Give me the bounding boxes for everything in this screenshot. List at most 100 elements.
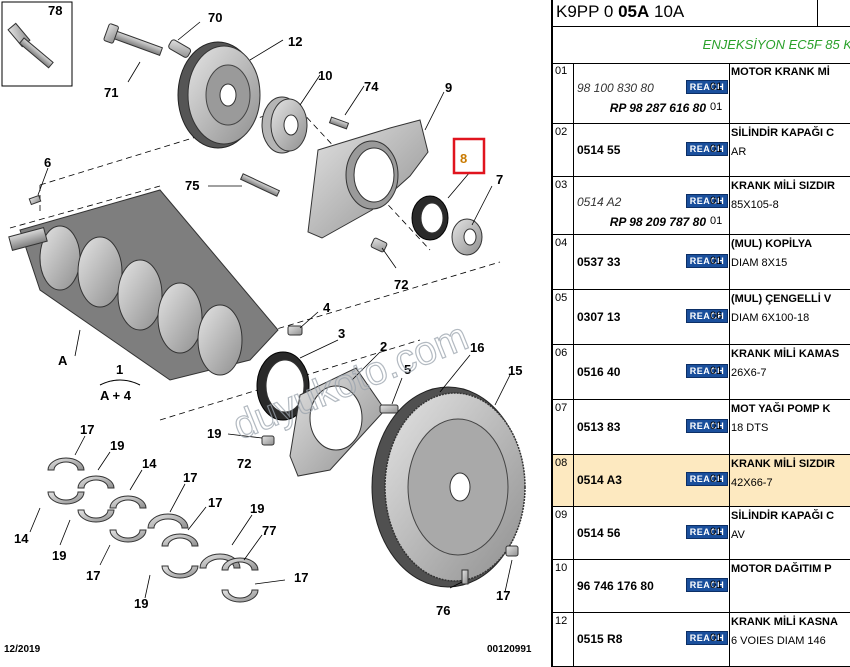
callout-17a: 17 (80, 422, 94, 437)
rear-seal-3 (256, 351, 310, 421)
callout-78: 78 (48, 3, 62, 18)
reach-badge: REACH (686, 142, 728, 156)
callout-leader-lines (29, 21, 513, 599)
replacement-reference[interactable]: RP 98 287 616 80 (609, 101, 706, 115)
reach-badge: REACH (686, 364, 728, 378)
bolt-5-icon (379, 404, 399, 414)
row-index: 07 (555, 402, 568, 414)
bolt-75-icon (239, 173, 281, 197)
part-spec: DIAM 8X15 (731, 257, 788, 269)
quantity: 01 (710, 143, 723, 155)
part-description: (MUL) KOPİLYA (731, 238, 813, 250)
footer-code: 00120991 (487, 644, 532, 655)
callout-77: 76 (436, 603, 450, 618)
part-reference[interactable]: 0516 40 (577, 365, 621, 379)
quantity: 01 (710, 632, 723, 644)
reach-badge: REACH (686, 194, 728, 208)
callout-numbers-extra: 19 17 19 17 (52, 548, 308, 611)
rear-cover-2 (289, 367, 386, 477)
reach-badge: REACH (686, 525, 728, 539)
part-reference[interactable]: 0307 13 (577, 310, 621, 324)
part-reference[interactable]: 0514 A3 (577, 473, 622, 487)
row-index: 10 (555, 562, 568, 574)
callout-72b: 19 (207, 426, 221, 441)
part-reference[interactable]: 0515 R8 (577, 632, 623, 646)
callout-17b: 14 (142, 456, 157, 471)
brace-1 (99, 379, 141, 386)
part-description: KRANK MİLİ KASNA (731, 616, 838, 628)
callout-A-plus-4: A + 4 (100, 388, 132, 403)
oil-pump-gear-7 (451, 218, 483, 256)
callout-72: 72 (394, 277, 408, 292)
crankshaft (8, 189, 279, 381)
quantity: 01 (710, 420, 723, 432)
stud-70-icon (168, 39, 192, 58)
callout-76: 17 (496, 588, 510, 603)
reach-badge: REACH (686, 309, 728, 323)
callout-17d: 77 (262, 523, 276, 538)
part-reference[interactable]: 96 746 176 80 (577, 579, 654, 593)
replacement-reference[interactable]: RP 98 209 787 80 (609, 215, 706, 229)
reach-badge: REACH (686, 631, 728, 645)
svg-text:19: 19 (134, 596, 148, 611)
quantity-2: 01 (710, 215, 723, 227)
part-description: KRANK MİLİ SIZDIR (731, 458, 835, 470)
callout-6: 6 (44, 155, 51, 170)
callout-14b: 19 (250, 501, 264, 516)
row-index: 08 (555, 457, 568, 469)
reach-badge: REACH (686, 472, 728, 486)
callout-19a: 19 (110, 438, 124, 453)
svg-text:17: 17 (86, 568, 100, 583)
callout-5: 5 (404, 362, 411, 377)
row-index: 04 (555, 237, 568, 249)
callout-19b: 17 (208, 495, 222, 510)
part-reference[interactable]: 0514 A2 (577, 195, 622, 209)
part-spec: DIAM 6X100-18 (731, 312, 810, 324)
reach-badge: REACH (686, 578, 728, 592)
quantity: 01 (710, 365, 723, 377)
reach-badge: REACH (686, 80, 728, 94)
part-spec: 85X105-8 (731, 199, 779, 211)
part-spec: 6 VOIES DIAM 146 (731, 635, 826, 647)
callout-4: 4 (323, 300, 331, 315)
engine-code-prefix: K9PP 0 (556, 2, 619, 21)
callout-16: 16 (470, 340, 484, 355)
engine-description-header: ENJEKSİYON EC5F 85 K (553, 27, 850, 64)
quantity: 01 (710, 526, 723, 538)
part-description: MOTOR KRANK Mİ (731, 66, 830, 78)
part-reference[interactable]: 0514 55 (577, 143, 621, 157)
row-index: 03 (555, 179, 568, 191)
part-spec: 26X6-7 (731, 367, 767, 379)
bolt-74-icon (328, 116, 350, 130)
svg-text:17: 17 (294, 570, 308, 585)
crankshaft-pulley-12 (177, 41, 261, 149)
part-reference[interactable]: 0537 33 (577, 255, 621, 269)
callout-numbers: 78 70 12 71 10 74 9 8 6 75 7 72 4 3 2 A … (14, 3, 522, 618)
part-reference[interactable]: 98 100 830 80 (577, 81, 654, 95)
part-description: SİLİNDİR KAPAĞI C (731, 510, 835, 522)
part-description: MOT YAĞI POMP K (731, 403, 831, 415)
row-index: 01 (555, 65, 568, 77)
part-reference[interactable]: 0513 83 (577, 420, 621, 434)
dowel-72b-icon (261, 435, 275, 446)
part-reference[interactable]: 0514 56 (577, 526, 621, 540)
row-index: 12 (555, 615, 568, 627)
callout-12: 12 (288, 34, 302, 49)
callout-7: 7 (496, 172, 503, 187)
callout-A: A (58, 353, 68, 368)
part-spec: 18 DTS (731, 422, 769, 434)
callout-74: 74 (364, 79, 379, 94)
callout-71: 71 (104, 85, 118, 100)
quantity: 01 (710, 255, 723, 267)
